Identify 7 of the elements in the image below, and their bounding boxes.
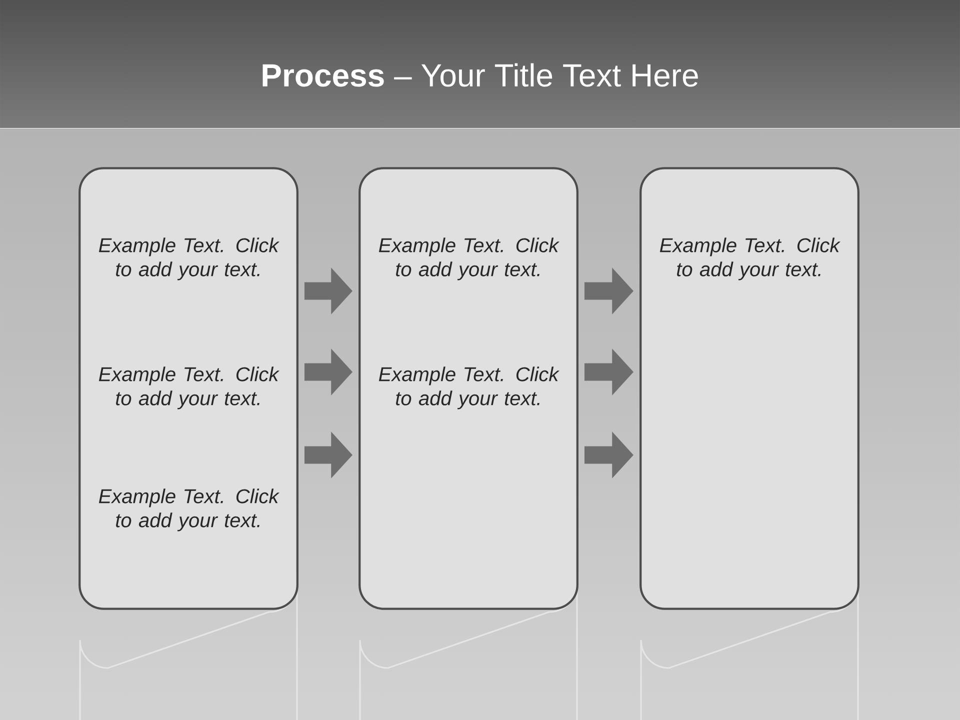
box-text: Example Text. Click to add your text.	[98, 488, 280, 532]
box-text: Example Text. Click to add your text.	[378, 366, 560, 410]
slide-title: Process – Your Title Text Here	[262, 63, 698, 87]
box-text: Example Text. Click to add your text.	[98, 366, 280, 410]
box-text: Example Text. Click to add your text.	[378, 238, 560, 280]
box-text: Example Text. Click to add your text.	[660, 238, 841, 280]
box-text: Example Text. Click to add your text.	[98, 238, 280, 280]
